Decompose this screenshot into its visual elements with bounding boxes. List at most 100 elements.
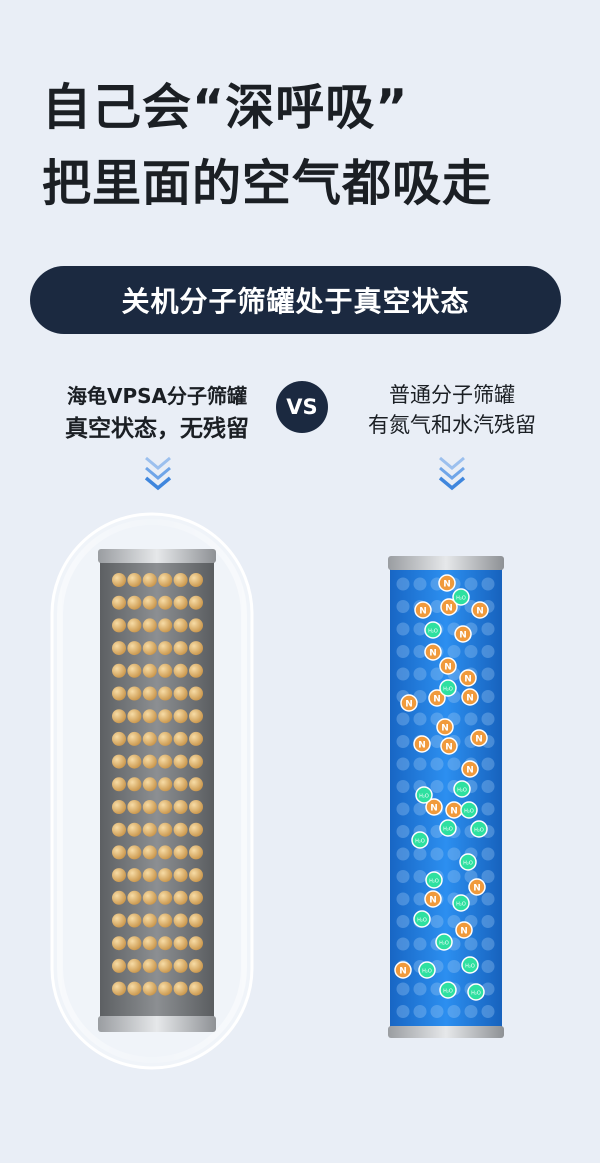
sieve-bead (142, 800, 157, 814)
water-molecule: H₂O (453, 780, 471, 798)
sieve-bead (142, 913, 157, 928)
sieve-bead (142, 641, 157, 656)
svg-text:N: N (475, 735, 483, 745)
sieve-bead (127, 573, 142, 587)
sieve-bead (189, 913, 203, 928)
regular-canister-state: 有氮气和水汽残留 (368, 413, 536, 437)
sieve-bead (112, 641, 126, 656)
sieve-bead (173, 868, 188, 883)
nitrogen-molecule: N (454, 625, 472, 643)
sieve-bead (189, 845, 203, 860)
chevron-down-icon (438, 456, 466, 491)
sieve-bead (112, 890, 126, 905)
sieve-bead (158, 686, 173, 701)
sieve-bead (112, 822, 126, 837)
vpsa-canister-label: 海龟VPSA分子筛罐 真空状态，无残留 (42, 380, 272, 446)
vpsa-canister-name: 海龟VPSA分子筛罐 (66, 384, 248, 408)
sieve-bead (189, 754, 203, 769)
sieve-bead (173, 845, 188, 860)
sieve-bead (158, 800, 173, 814)
nitrogen-molecule: N (424, 890, 442, 908)
water-molecule: H₂O (459, 853, 477, 871)
sieve-bead (158, 777, 173, 792)
sieve-bead (112, 709, 126, 724)
sieve-bead (142, 731, 157, 746)
molecular-sieve-beads (112, 573, 203, 996)
water-molecule: H₂O (424, 621, 442, 639)
nitrogen-molecule: N (436, 718, 454, 736)
sieve-bead (112, 936, 126, 951)
nitrogen-molecule: N (425, 798, 443, 816)
water-molecule: H₂O (461, 956, 479, 974)
svg-text:N: N (460, 927, 468, 937)
sieve-bead (189, 731, 203, 746)
sieve-bead (173, 913, 188, 928)
sieve-bead (112, 800, 126, 814)
vacuum-state-banner: 关机分子筛罐处于真空状态 (30, 266, 561, 334)
svg-text:N: N (419, 607, 427, 617)
sieve-bead (127, 777, 142, 792)
sieve-bead (189, 573, 203, 587)
sieve-bead (189, 663, 203, 678)
sieve-bead (112, 618, 126, 633)
svg-text:N: N (429, 896, 437, 906)
svg-text:N: N (476, 607, 484, 617)
svg-text:H₂O: H₂O (429, 879, 439, 885)
svg-text:H₂O: H₂O (463, 861, 473, 867)
sieve-bead (189, 800, 203, 814)
sieve-bead (173, 731, 188, 746)
svg-text:N: N (444, 663, 452, 673)
svg-text:N: N (418, 741, 426, 751)
svg-text:N: N (466, 766, 474, 776)
sieve-bead (142, 709, 157, 724)
water-molecule: H₂O (439, 819, 457, 837)
nitrogen-molecule: N (445, 801, 463, 819)
water-molecule: H₂O (418, 961, 436, 979)
sieve-bead (158, 913, 173, 928)
sieve-bead (142, 663, 157, 678)
water-molecule: H₂O (467, 983, 485, 1001)
sieve-bead (127, 890, 142, 905)
sieve-bead (189, 936, 203, 951)
svg-text:N: N (405, 700, 413, 710)
svg-text:H₂O: H₂O (471, 991, 481, 997)
svg-text:N: N (433, 695, 441, 705)
sieve-bead (127, 845, 142, 860)
sieve-bead (173, 663, 188, 678)
sieve-bead (189, 777, 203, 792)
nitrogen-molecule: N (400, 694, 418, 712)
sieve-bead (112, 868, 126, 883)
sieve-bead (142, 573, 157, 587)
sieve-bead (142, 595, 157, 610)
svg-text:N: N (464, 675, 472, 685)
vpsa-canister-top-cap (98, 549, 216, 563)
sieve-bead (142, 777, 157, 792)
nitrogen-molecule: N (461, 760, 479, 778)
svg-text:N: N (450, 807, 458, 817)
svg-text:H₂O: H₂O (428, 629, 438, 635)
sieve-bead (173, 958, 188, 973)
sieve-bead (127, 868, 142, 883)
sieve-bead (112, 573, 126, 587)
water-molecule: H₂O (460, 801, 478, 819)
sieve-bead (127, 958, 142, 973)
regular-canister-label: 普通分子筛罐 有氮气和水汽残留 (340, 380, 564, 440)
sieve-bead (127, 595, 142, 610)
nitrogen-molecule: N (455, 921, 473, 939)
sieve-bead (142, 822, 157, 837)
sieve-bead (127, 731, 142, 746)
sieve-bead (127, 981, 142, 996)
water-molecule: H₂O (439, 981, 457, 999)
sieve-bead (158, 981, 173, 996)
regular-canister-body (390, 563, 502, 1033)
nitrogen-molecule: N (414, 601, 432, 619)
sieve-bead (112, 686, 126, 701)
svg-text:H₂O: H₂O (457, 788, 467, 794)
sieve-bead (158, 822, 173, 837)
svg-text:N: N (430, 804, 438, 814)
svg-text:N: N (445, 743, 453, 753)
sieve-bead (127, 822, 142, 837)
sieve-bead (142, 618, 157, 633)
sieve-bead (142, 958, 157, 973)
